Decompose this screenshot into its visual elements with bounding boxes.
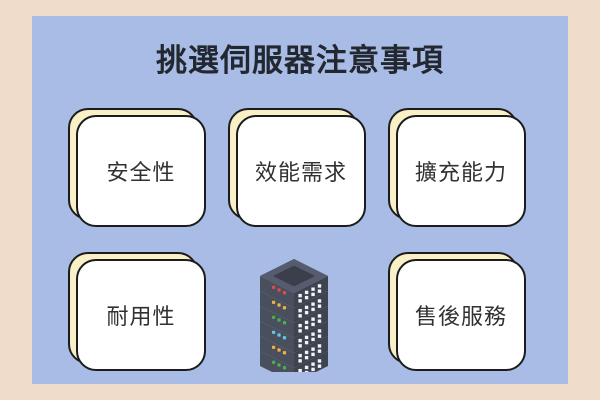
card-scalability[interactable]: 擴充能力 <box>388 108 526 227</box>
card-face: 耐用性 <box>76 259 206 371</box>
card-performance[interactable]: 效能需求 <box>228 108 366 227</box>
card-support[interactable]: 售後服務 <box>388 252 526 371</box>
card-face: 擴充能力 <box>396 115 526 227</box>
card-face: 售後服務 <box>396 259 526 371</box>
card-face: 安全性 <box>76 115 206 227</box>
card-security[interactable]: 安全性 <box>68 108 206 227</box>
server-rack-icon <box>238 250 358 372</box>
card-label-support: 售後服務 <box>414 304 507 329</box>
card-label-scalability: 擴充能力 <box>414 160 507 185</box>
card-durability[interactable]: 耐用性 <box>68 252 206 371</box>
card-face: 效能需求 <box>236 115 366 227</box>
page-title: 挑選伺服器注意事項 <box>156 43 444 78</box>
card-label-performance: 效能需求 <box>254 160 347 185</box>
card-label-security: 安全性 <box>106 160 176 185</box>
content-panel: 挑選伺服器注意事項 安全性 效能需求 擴充能力 耐用性 <box>32 16 568 384</box>
card-label-durability: 耐用性 <box>106 304 176 329</box>
